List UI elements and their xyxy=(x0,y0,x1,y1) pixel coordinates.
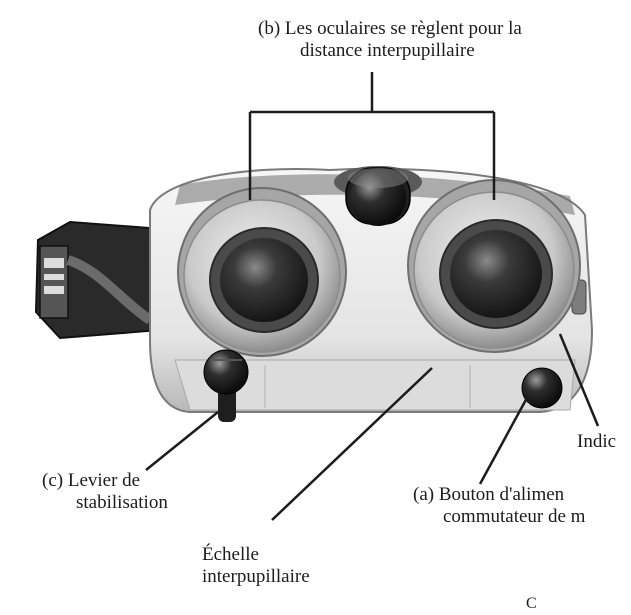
levier-leader xyxy=(145,411,219,471)
side-module xyxy=(34,220,162,340)
label-levier-line2: stabilisation xyxy=(76,492,168,513)
left-eyepiece xyxy=(177,187,347,357)
label-indicateur: Indic xyxy=(577,431,617,452)
label-levier-line1: (c) Levier de xyxy=(42,470,141,491)
stabilisation-lever xyxy=(203,349,249,422)
echelle-leader xyxy=(271,367,433,521)
right-eyepiece xyxy=(407,179,581,353)
indicateur-leader xyxy=(558,333,600,427)
label-oculaires: (b) Les oculaires se règlent pour la dis… xyxy=(258,18,522,62)
label-oculaires-line2: distance interpupillaire xyxy=(300,40,475,61)
leader-lines xyxy=(145,72,600,521)
label-corner: C xyxy=(526,595,537,612)
label-levier: (c) Levier de stabilisation xyxy=(42,470,168,514)
label-oculaires-line1: (b) Les oculaires se règlent pour la xyxy=(258,18,522,39)
label-bouton: (a) Bouton d'alimen commutateur de m xyxy=(413,484,585,528)
label-bouton-line1: (a) Bouton d'alimen xyxy=(413,484,565,505)
bouton-leader xyxy=(478,395,530,485)
label-echelle-line1: Échelle xyxy=(202,544,259,565)
label-bouton-line2: commutateur de m xyxy=(443,506,586,527)
power-button xyxy=(521,367,563,409)
label-echelle-line2: interpupillaire xyxy=(202,566,310,587)
label-echelle: Échelle interpupillaire xyxy=(202,544,310,588)
focus-knob xyxy=(334,166,422,226)
